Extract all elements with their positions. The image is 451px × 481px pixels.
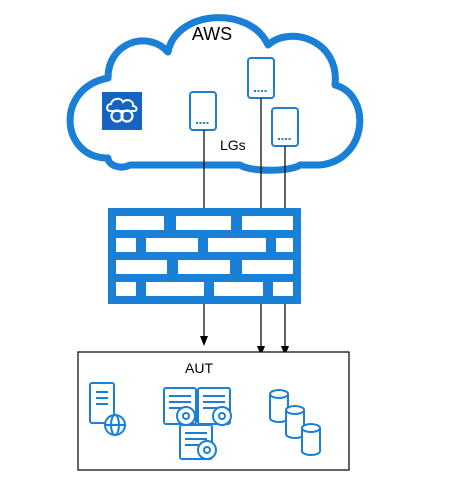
load-generator-server-3 — [271, 107, 299, 147]
web-server-icon — [89, 382, 126, 436]
arrowhead-2 — [257, 346, 265, 356]
aut-label: AUT — [185, 360, 213, 376]
documents-disks-icon — [163, 387, 232, 460]
arrowhead-1 — [200, 336, 208, 346]
databases-icon — [269, 389, 321, 456]
server-icon — [189, 91, 217, 131]
load-generators-label: LGs — [220, 137, 246, 153]
server-icon — [271, 107, 299, 147]
cloud-service-logo-icon — [102, 92, 142, 130]
server-icon — [247, 57, 275, 99]
firewall-wall-icon — [108, 208, 301, 304]
arrowhead-3 — [281, 346, 289, 356]
load-generator-server-1 — [189, 91, 217, 131]
cloud-label: AWS — [192, 24, 232, 44]
load-generator-server-2 — [247, 57, 275, 99]
